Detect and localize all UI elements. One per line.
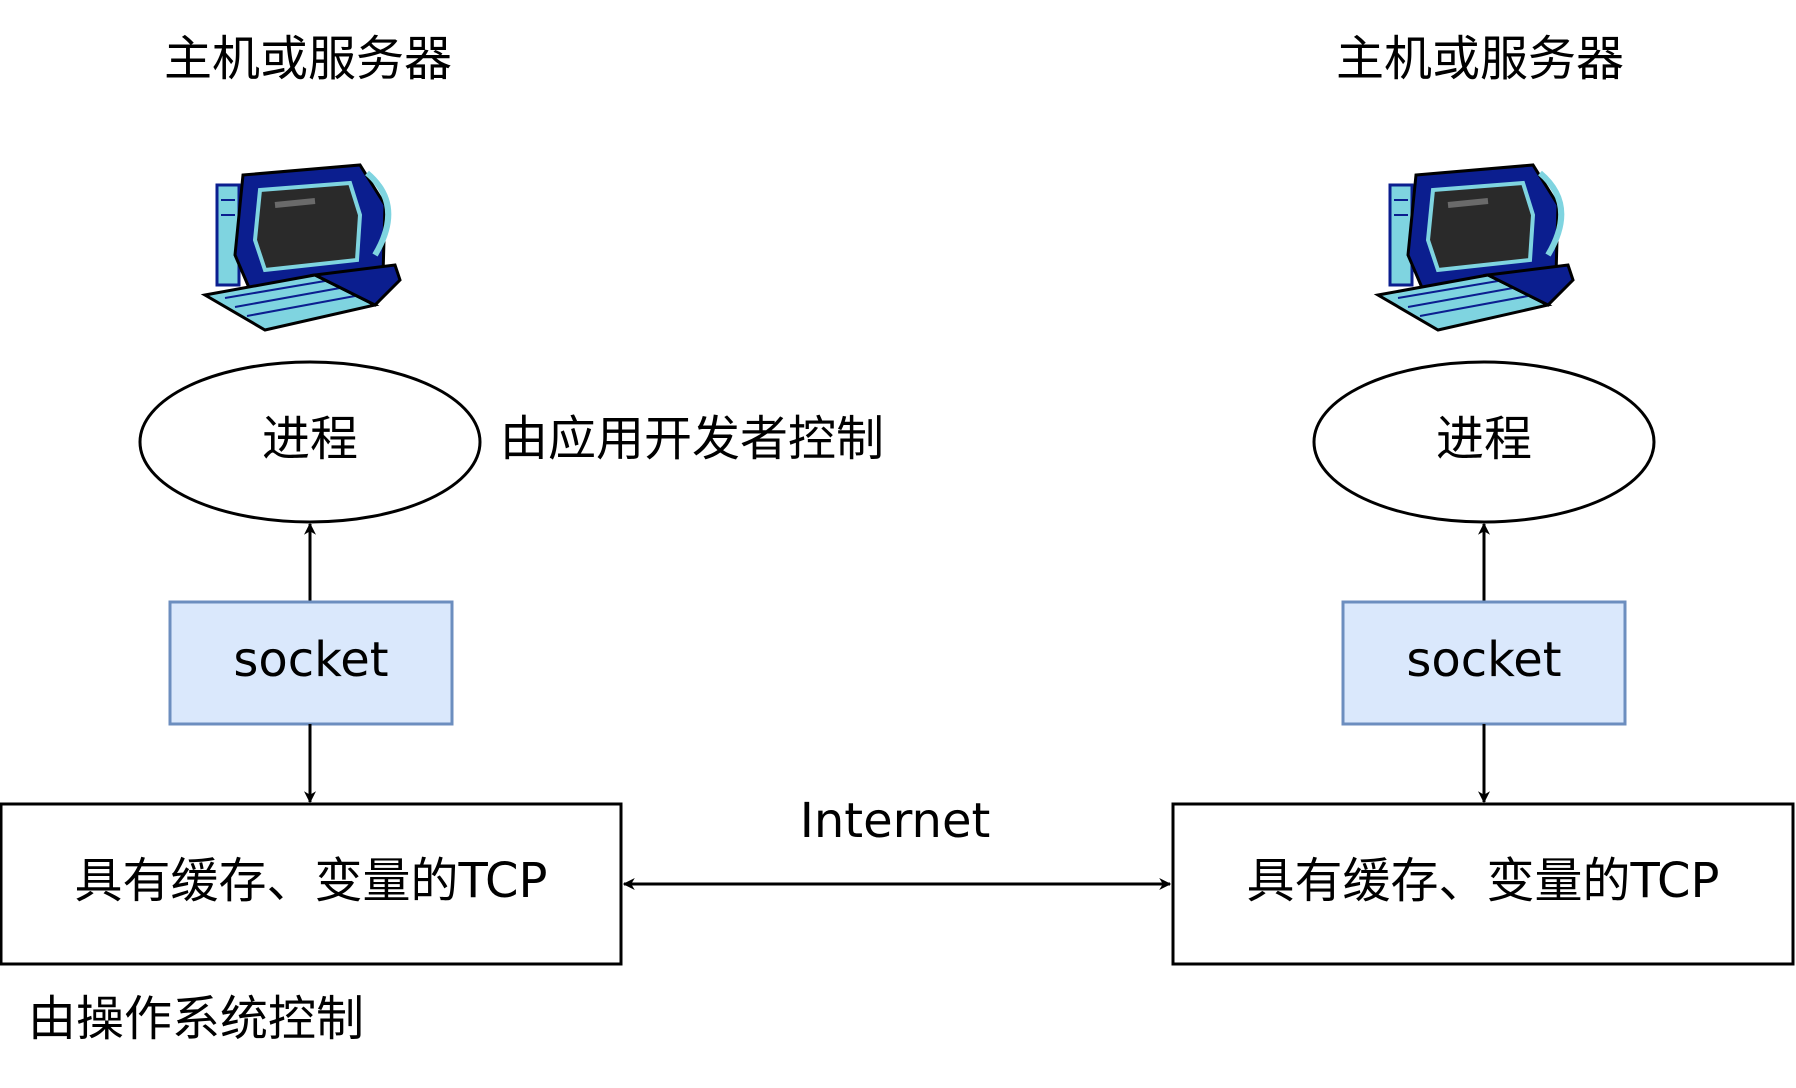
socket-box-left — [168, 600, 454, 726]
os-control-label: 由操作系统控制 — [28, 991, 364, 1047]
tcp-box-left — [0, 802, 623, 966]
computer-icon — [1378, 165, 1573, 330]
internet-label: Internet — [800, 793, 991, 849]
process-label-left: 进程 — [262, 411, 358, 467]
socket-label-left: socket — [233, 632, 388, 688]
app-control-label: 由应用开发者控制 — [500, 411, 884, 467]
computer-icon — [205, 165, 400, 330]
socket-label-right: socket — [1406, 632, 1561, 688]
tcp-label-left: 具有缓存、变量的TCP — [75, 853, 548, 909]
host-title-right: 主机或服务器 — [1336, 31, 1624, 87]
process-node-left — [138, 360, 482, 524]
tcp-label-right: 具有缓存、变量的TCP — [1247, 853, 1720, 909]
tcp-box-right — [1171, 802, 1795, 966]
process-label-right: 进程 — [1436, 411, 1532, 467]
process-node-right — [1312, 360, 1656, 524]
host-title-left: 主机或服务器 — [164, 31, 452, 87]
